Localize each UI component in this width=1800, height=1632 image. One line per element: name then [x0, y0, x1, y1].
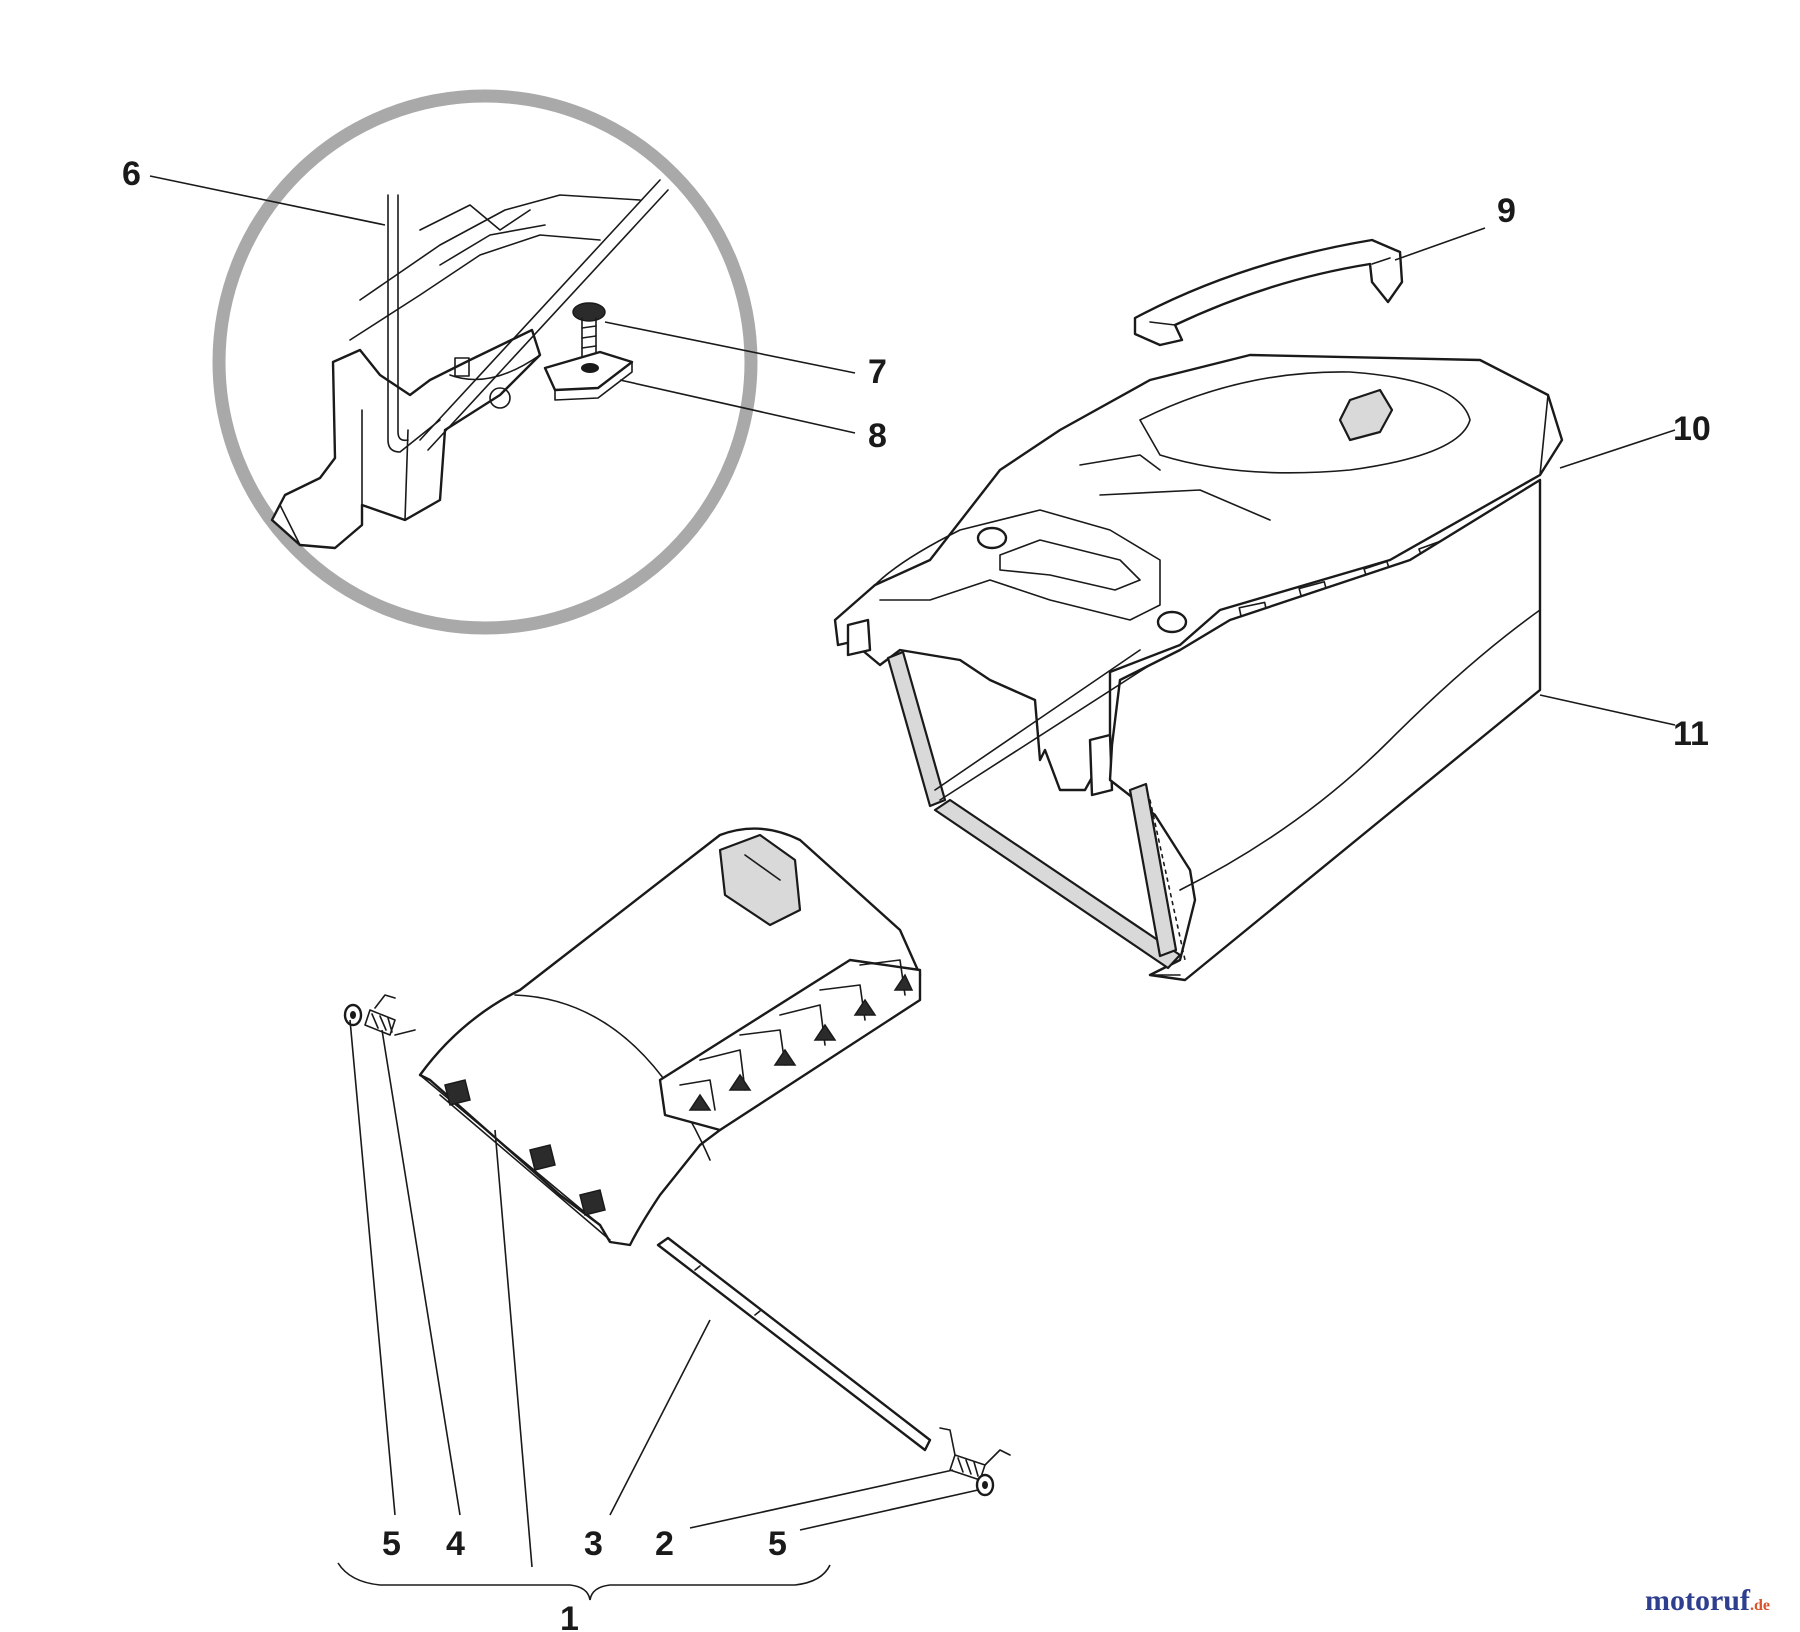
washer-5-right — [975, 1473, 995, 1497]
watermark-logo: motoruf.de — [1645, 1584, 1770, 1617]
callout-7: 7 — [868, 353, 887, 391]
grass-bag-11 — [886, 478, 1542, 982]
callout-9: 9 — [1497, 192, 1516, 230]
group-bracket — [337, 1562, 831, 1601]
callout-5-right: 5 — [768, 1525, 787, 1563]
callout-5-left: 5 — [382, 1525, 401, 1563]
spring-4-left — [364, 994, 416, 1036]
callout-4: 4 — [446, 1525, 465, 1563]
watermark-suffix: .de — [1750, 1597, 1770, 1614]
leader-lines — [149, 175, 1676, 1601]
svg-text:motoruf.de: motoruf.de — [1645, 1584, 1770, 1617]
washer-5-left — [343, 1003, 363, 1027]
pin-3 — [656, 1236, 932, 1452]
callout-3: 3 — [584, 1525, 603, 1563]
handle-9 — [1133, 238, 1404, 347]
callout-10: 10 — [1673, 410, 1711, 448]
callouts: 6 9 7 8 10 11 5 4 3 2 5 1 — [122, 155, 1711, 1632]
grassbox-frame-10 — [833, 353, 1564, 797]
handle-rod — [387, 194, 441, 453]
callout-1: 1 — [560, 1600, 579, 1632]
spring-2-right — [939, 1427, 1011, 1481]
flap-1 — [418, 827, 922, 1247]
callout-2: 2 — [655, 1525, 674, 1563]
callout-8: 8 — [868, 417, 887, 455]
watermark-main: motoruf — [1645, 1584, 1751, 1617]
callout-6: 6 — [122, 155, 141, 193]
detail-bracket — [270, 328, 542, 550]
detail-view — [212, 89, 758, 635]
warning-label — [658, 958, 922, 1132]
detail-circle — [212, 89, 758, 635]
callout-11: 11 — [1673, 715, 1709, 753]
